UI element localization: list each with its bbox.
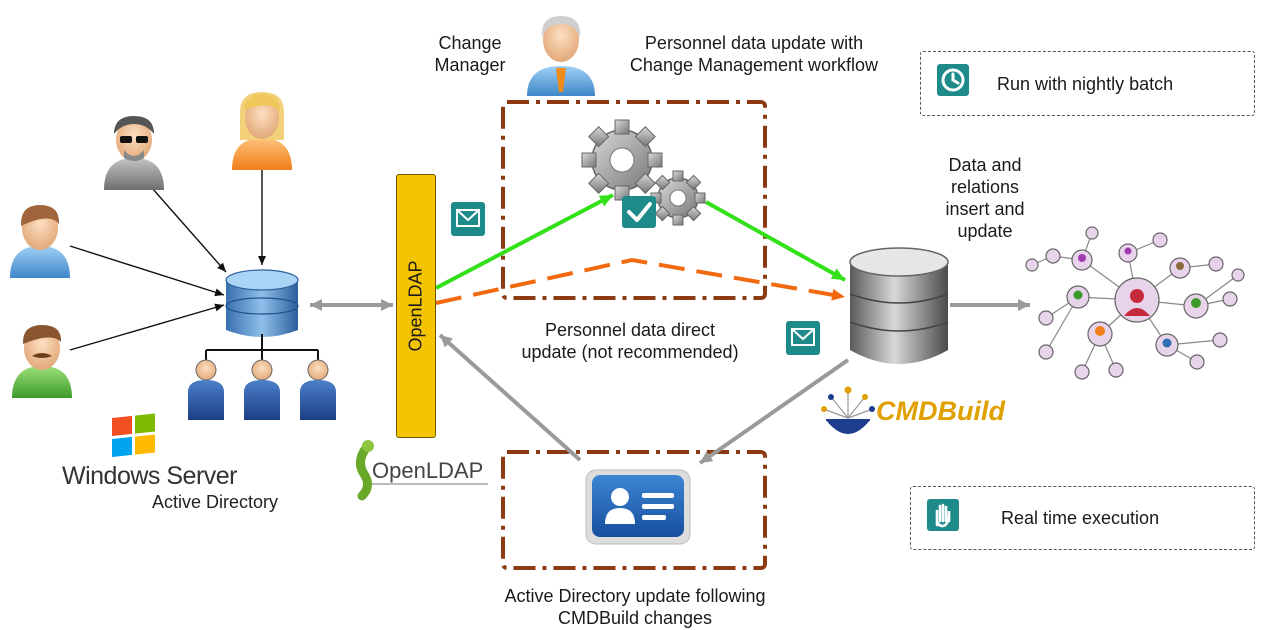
- change-manager-label: Change Manager: [420, 32, 520, 76]
- workflow-title: Personnel data update with Change Manage…: [604, 32, 904, 76]
- active-directory-database-icon: [205, 269, 319, 362]
- direct-update-line-1: Personnel data direct: [544, 320, 716, 340]
- workflow-title-line-1: Personnel data update with: [644, 33, 864, 53]
- user-arrows: [69, 170, 266, 351]
- change-manager-icon: [527, 16, 595, 96]
- ad-update-line-2: CMDBuild changes: [557, 608, 713, 628]
- openldap-bar-label: OpenLDAP: [405, 260, 426, 352]
- windows-server-logo: Windows Server: [62, 462, 237, 490]
- legend-real-time: Real time execution: [910, 486, 1255, 550]
- ad-update-line-1: Active Directory update following: [504, 586, 766, 606]
- cmdbuild-logo-text: CMDBuild: [876, 396, 1005, 426]
- clock-icon: [937, 64, 969, 96]
- data-relations-line-2: relations: [950, 177, 1020, 197]
- ad-to-openldap-arrow: [438, 333, 582, 462]
- email-icon: [451, 202, 485, 236]
- workflow-arrow-out: [705, 200, 846, 282]
- cmdbuild-database-icon: [849, 247, 949, 364]
- openldap-worm-icon: [356, 440, 374, 501]
- legend-nightly-batch-label: Run with nightly batch: [997, 74, 1174, 94]
- openldap-logo-underline: [372, 483, 488, 485]
- windows-flag-icon: [112, 413, 155, 457]
- checkmark-icon: [622, 196, 656, 228]
- relations-network-icon: [1025, 226, 1245, 380]
- legend-real-time-label: Real time execution: [1001, 508, 1160, 528]
- email-icon: [786, 321, 820, 355]
- direct-update-line-2: update (not recommended): [521, 342, 739, 362]
- data-relations-line-4: update: [957, 221, 1013, 241]
- cmdbuild-logo-icon: [821, 386, 875, 434]
- user-sunglasses-icon: [104, 116, 164, 190]
- user-blonde-icon: [232, 92, 292, 170]
- hand-icon: [927, 499, 959, 531]
- openldap-server-bar: OpenLDAP: [396, 174, 436, 438]
- workflow-arrow-in: [435, 193, 614, 290]
- ad-update-label: Active Directory update following CMDBui…: [470, 585, 800, 629]
- change-manager-line-2: Manager: [434, 55, 506, 75]
- cmdbuild-to-ad-arrow: [698, 358, 850, 465]
- openldap-logo-text: OpenLDAP: [372, 458, 483, 483]
- workflow-box: [501, 100, 767, 300]
- user-mustache-icon: [12, 325, 72, 398]
- legend-nightly-batch: Run with nightly batch: [920, 51, 1255, 116]
- data-relations-line-3: insert and: [945, 199, 1025, 219]
- user-brown-hair-icon: [10, 205, 70, 278]
- data-relations-line-1: Data and: [948, 155, 1022, 175]
- org-users-icon: [188, 359, 336, 420]
- active-directory-label: Active Directory: [152, 492, 278, 512]
- direct-update-label: Personnel data direct update (not recomm…: [505, 319, 755, 363]
- data-relations-label: Data and relations insert and update: [930, 154, 1040, 242]
- workflow-title-line-2: Change Management workflow: [629, 55, 879, 75]
- direct-update-arrow: [435, 257, 846, 305]
- contact-card-icon: [585, 469, 691, 545]
- change-manager-line-1: Change: [438, 33, 502, 53]
- ad-update-box: [501, 450, 767, 570]
